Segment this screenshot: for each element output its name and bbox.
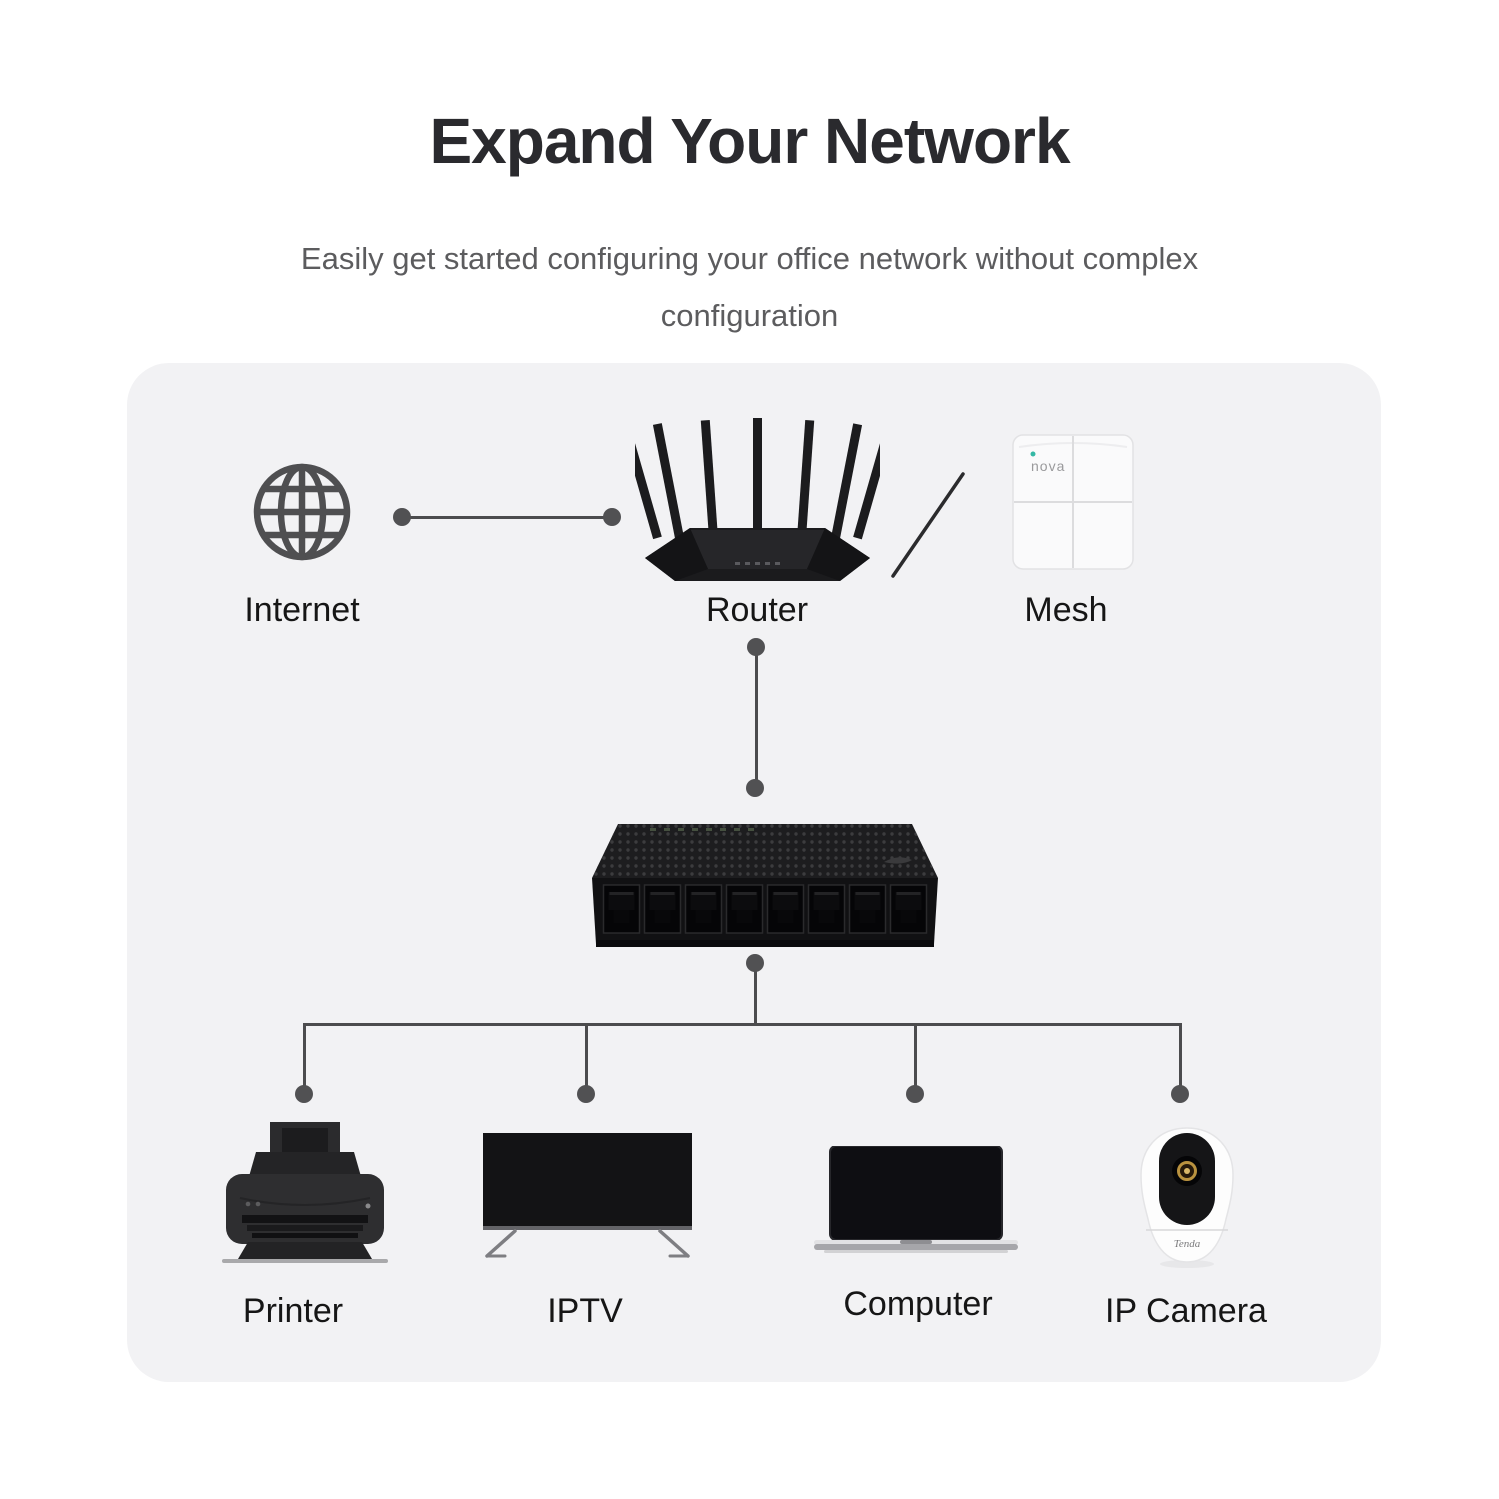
ethernet-switch-image xyxy=(592,822,938,954)
globe-icon xyxy=(250,460,354,564)
subtitle-line-2: configuration xyxy=(660,298,839,333)
connector-dot xyxy=(906,1085,924,1103)
connector-dot xyxy=(1171,1085,1189,1103)
mesh-label: Mesh xyxy=(1024,591,1108,629)
connector-internet-router xyxy=(402,516,612,519)
connector-dot xyxy=(603,508,621,526)
ip-camera-image: Tenda xyxy=(1132,1126,1242,1270)
or-slash xyxy=(890,471,966,579)
rj45-port xyxy=(602,884,641,934)
rj45-port xyxy=(807,884,846,934)
connector-dot xyxy=(746,779,764,797)
mesh-node-image: nova xyxy=(1011,427,1135,573)
switch-logo-mark xyxy=(884,857,912,864)
connector-switch-stem xyxy=(754,963,757,1026)
connector-dot xyxy=(577,1085,595,1103)
rj45-port xyxy=(684,884,723,934)
rj45-port xyxy=(766,884,805,934)
page-title: Expand Your Network xyxy=(429,105,1070,177)
rj45-port xyxy=(643,884,682,934)
router-label: Router xyxy=(705,591,809,629)
nova-brand-text: nova xyxy=(1031,458,1065,474)
connector-drop-printer xyxy=(302,1023,306,1091)
internet-label: Internet xyxy=(244,591,360,629)
laptop-image xyxy=(814,1146,1018,1258)
iptv-label: IPTV xyxy=(547,1292,623,1330)
printer-label: Printer xyxy=(242,1292,344,1330)
ip-camera-label: IP Camera xyxy=(1105,1292,1267,1330)
connector-drop-iptv xyxy=(584,1023,588,1091)
rj45-port xyxy=(725,884,764,934)
connector-dot xyxy=(746,954,764,972)
connector-tree-bar xyxy=(304,1023,1182,1026)
printer-image xyxy=(220,1122,390,1270)
connector-dot xyxy=(747,638,765,656)
rj45-port xyxy=(848,884,887,934)
connector-dot xyxy=(393,508,411,526)
connector-router-switch xyxy=(755,651,758,781)
subtitle-line-1: Easily get started configuring your offi… xyxy=(300,241,1199,276)
connector-drop-camera xyxy=(1178,1023,1182,1091)
tenda-brand-text: Tenda xyxy=(1174,1238,1201,1250)
computer-label: Computer xyxy=(843,1285,993,1323)
page-subtitle: Easily get started configuring your offi… xyxy=(0,230,1499,344)
nova-status-dot xyxy=(1030,451,1036,457)
tv-image xyxy=(483,1133,693,1265)
diagram-card: Internet xyxy=(127,363,1381,1382)
wifi-router-image xyxy=(635,418,880,586)
rj45-port xyxy=(889,884,928,934)
connector-drop-computer xyxy=(913,1023,917,1091)
connector-dot xyxy=(295,1085,313,1103)
